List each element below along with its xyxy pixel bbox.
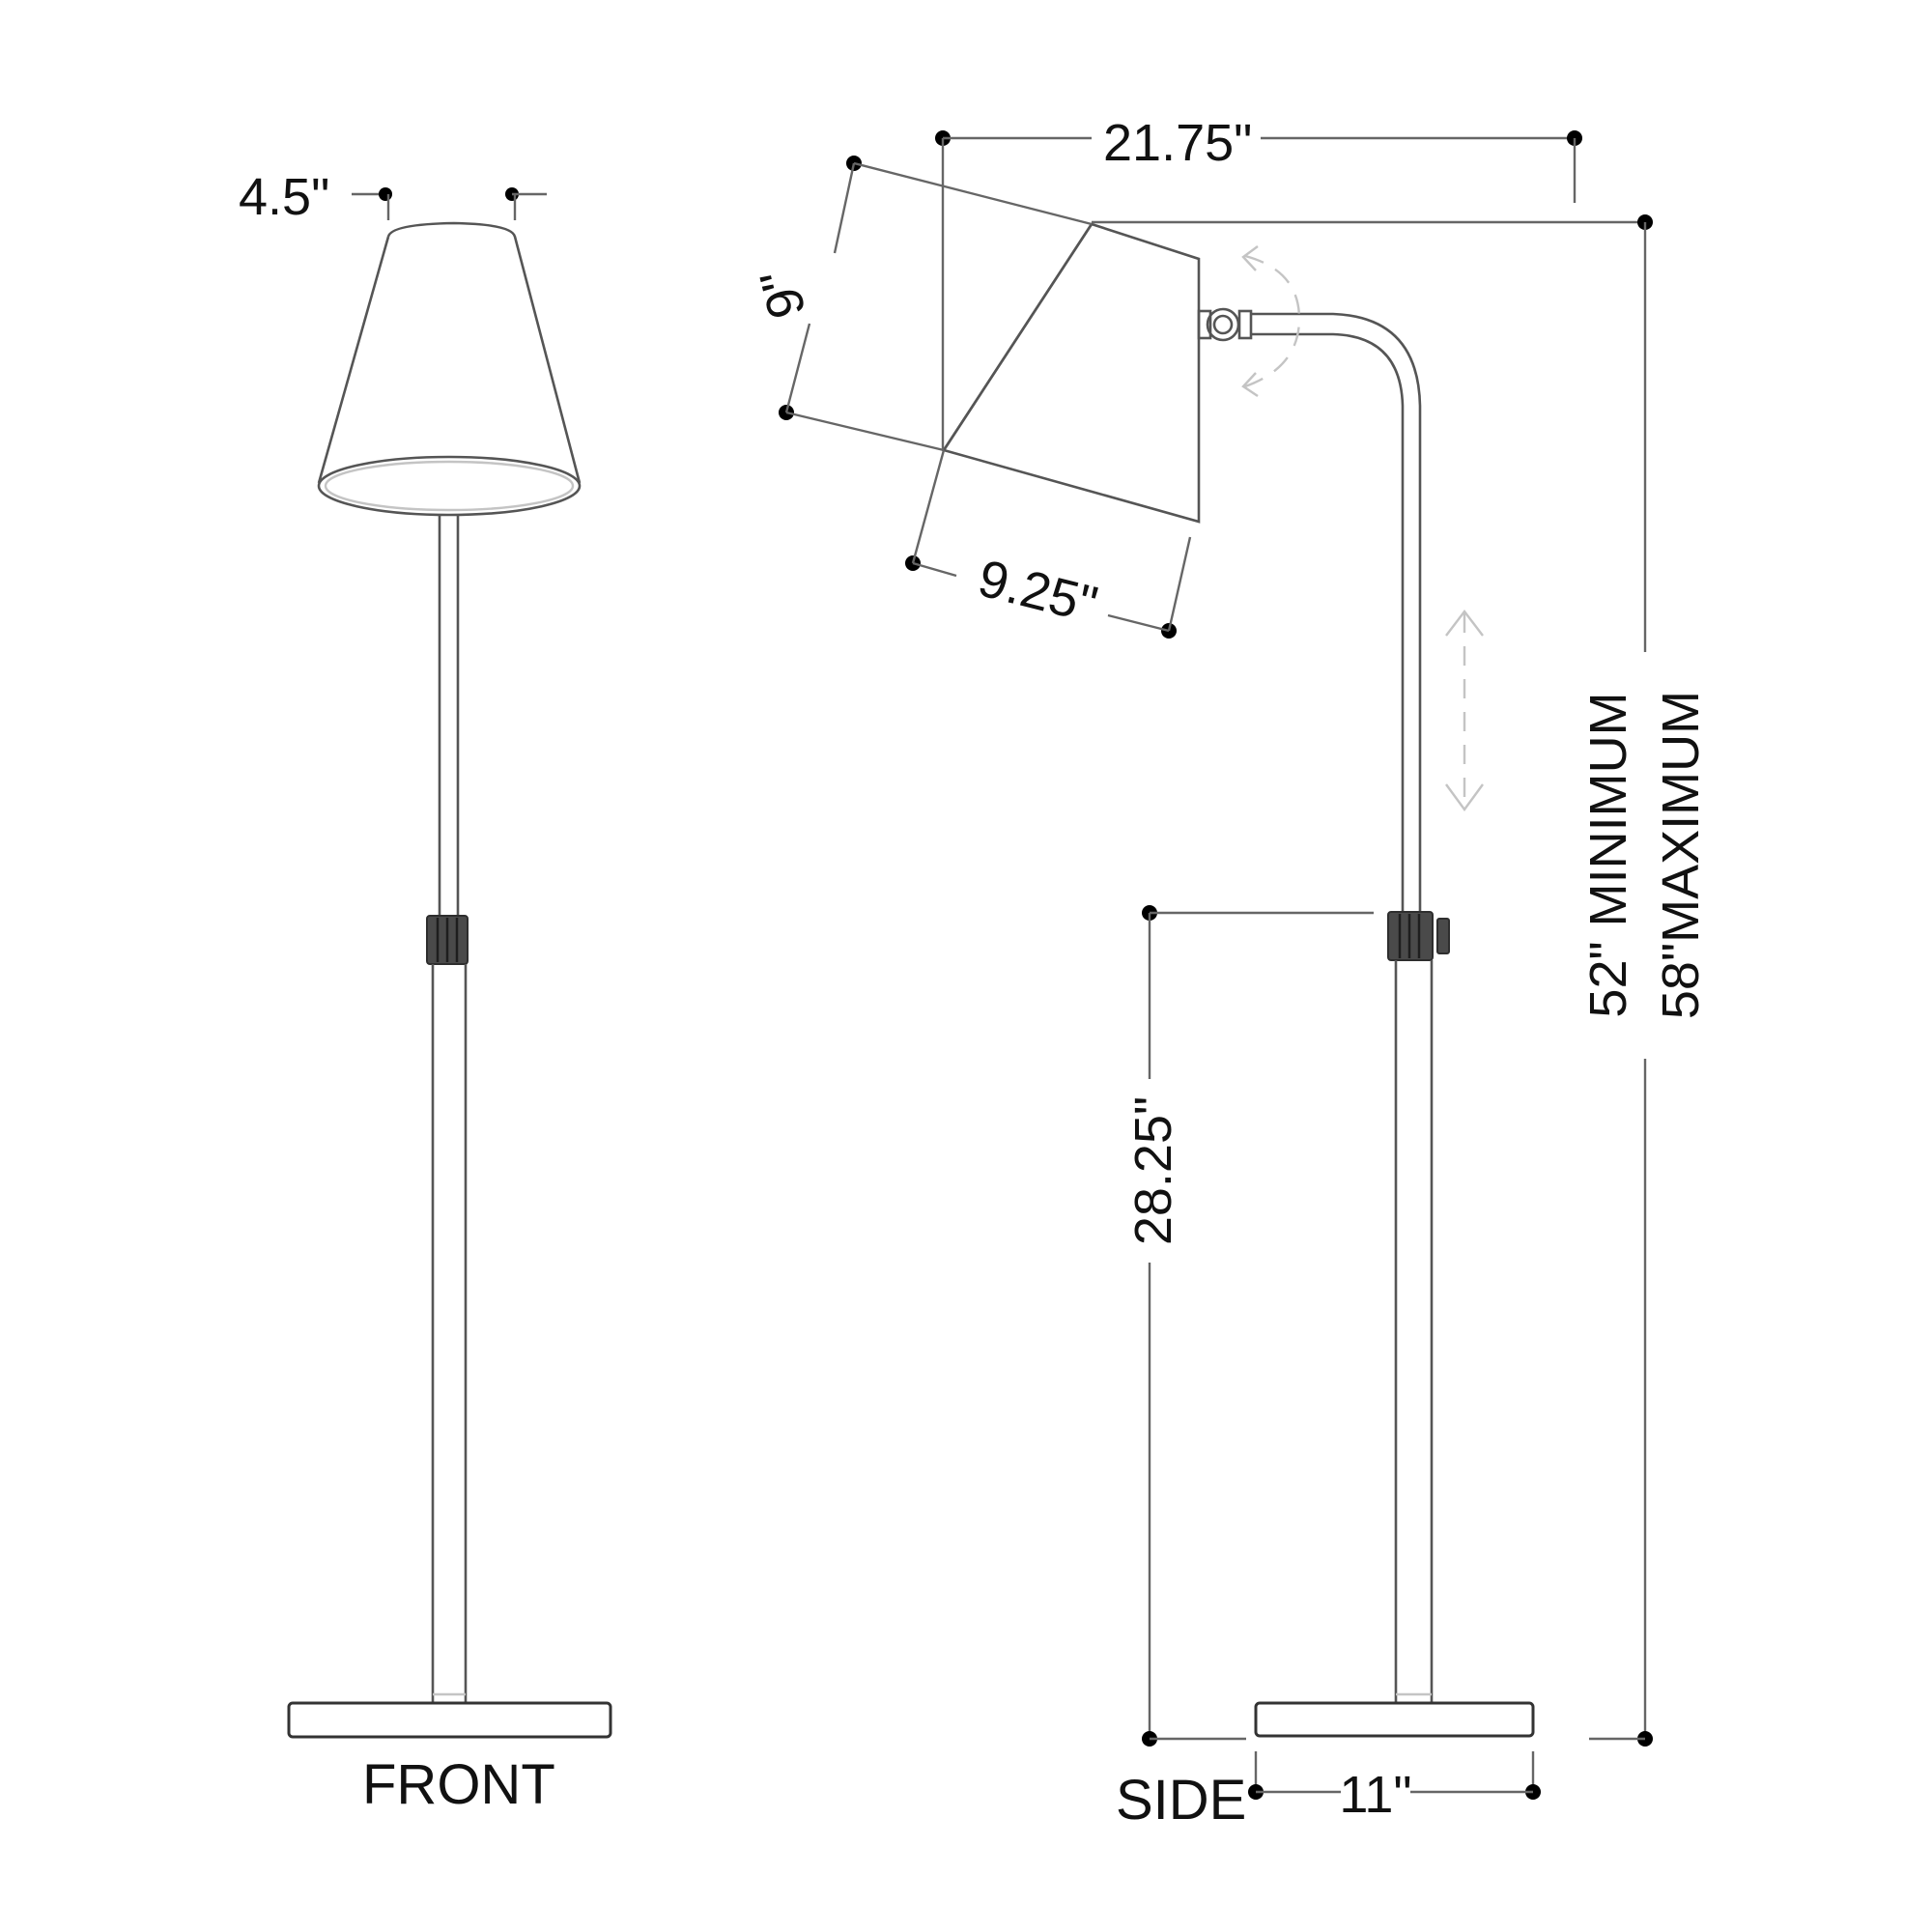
- rotation-arrow-icon: [1241, 245, 1301, 397]
- side-shade: [941, 222, 1201, 524]
- dim-label-overall-reach: 21.75": [1103, 114, 1252, 172]
- front-height-knob: [426, 915, 469, 965]
- dim-label-shade-top-width: 4.5": [239, 168, 329, 226]
- side-view-label: SIDE: [1116, 1769, 1246, 1832]
- dim-base-width: 11": [1248, 1751, 1541, 1824]
- front-view: 4.5" FRONT: [239, 168, 612, 1816]
- dim-label-knob-height: 28.25": [1124, 1096, 1182, 1245]
- dim-knob-height: 28.25": [1124, 905, 1374, 1747]
- dim-label-height-max: 58"MAXIMUM: [1652, 691, 1710, 1019]
- dim-label-base-width: 11": [1339, 1766, 1411, 1824]
- front-lower-stem: [431, 964, 468, 1703]
- dim-label-shade-bottom-width: 9.25": [973, 549, 1103, 634]
- side-arm: [1251, 312, 1422, 916]
- side-lower-stem: [1394, 960, 1434, 1703]
- front-shade: [317, 221, 582, 517]
- front-upper-stem: [438, 515, 460, 916]
- side-base: [1254, 1701, 1535, 1738]
- side-height-knob: [1387, 911, 1450, 961]
- dim-label-shade-height: 9": [749, 264, 816, 324]
- side-view: 21.75" 9" 9.25": [749, 114, 1710, 1832]
- side-pivot-joint: [1197, 307, 1253, 342]
- height-adjust-arrow-icon: [1445, 610, 1484, 812]
- front-base: [287, 1701, 612, 1739]
- dim-overall-height: 52" MINIMUM 58"MAXIMUM: [1092, 214, 1710, 1747]
- dim-shade-top-width: 4.5": [239, 168, 547, 226]
- front-view-label: FRONT: [362, 1753, 555, 1816]
- dim-label-height-min: 52" MINIMUM: [1579, 692, 1637, 1017]
- dim-overall-reach: 21.75": [935, 114, 1582, 449]
